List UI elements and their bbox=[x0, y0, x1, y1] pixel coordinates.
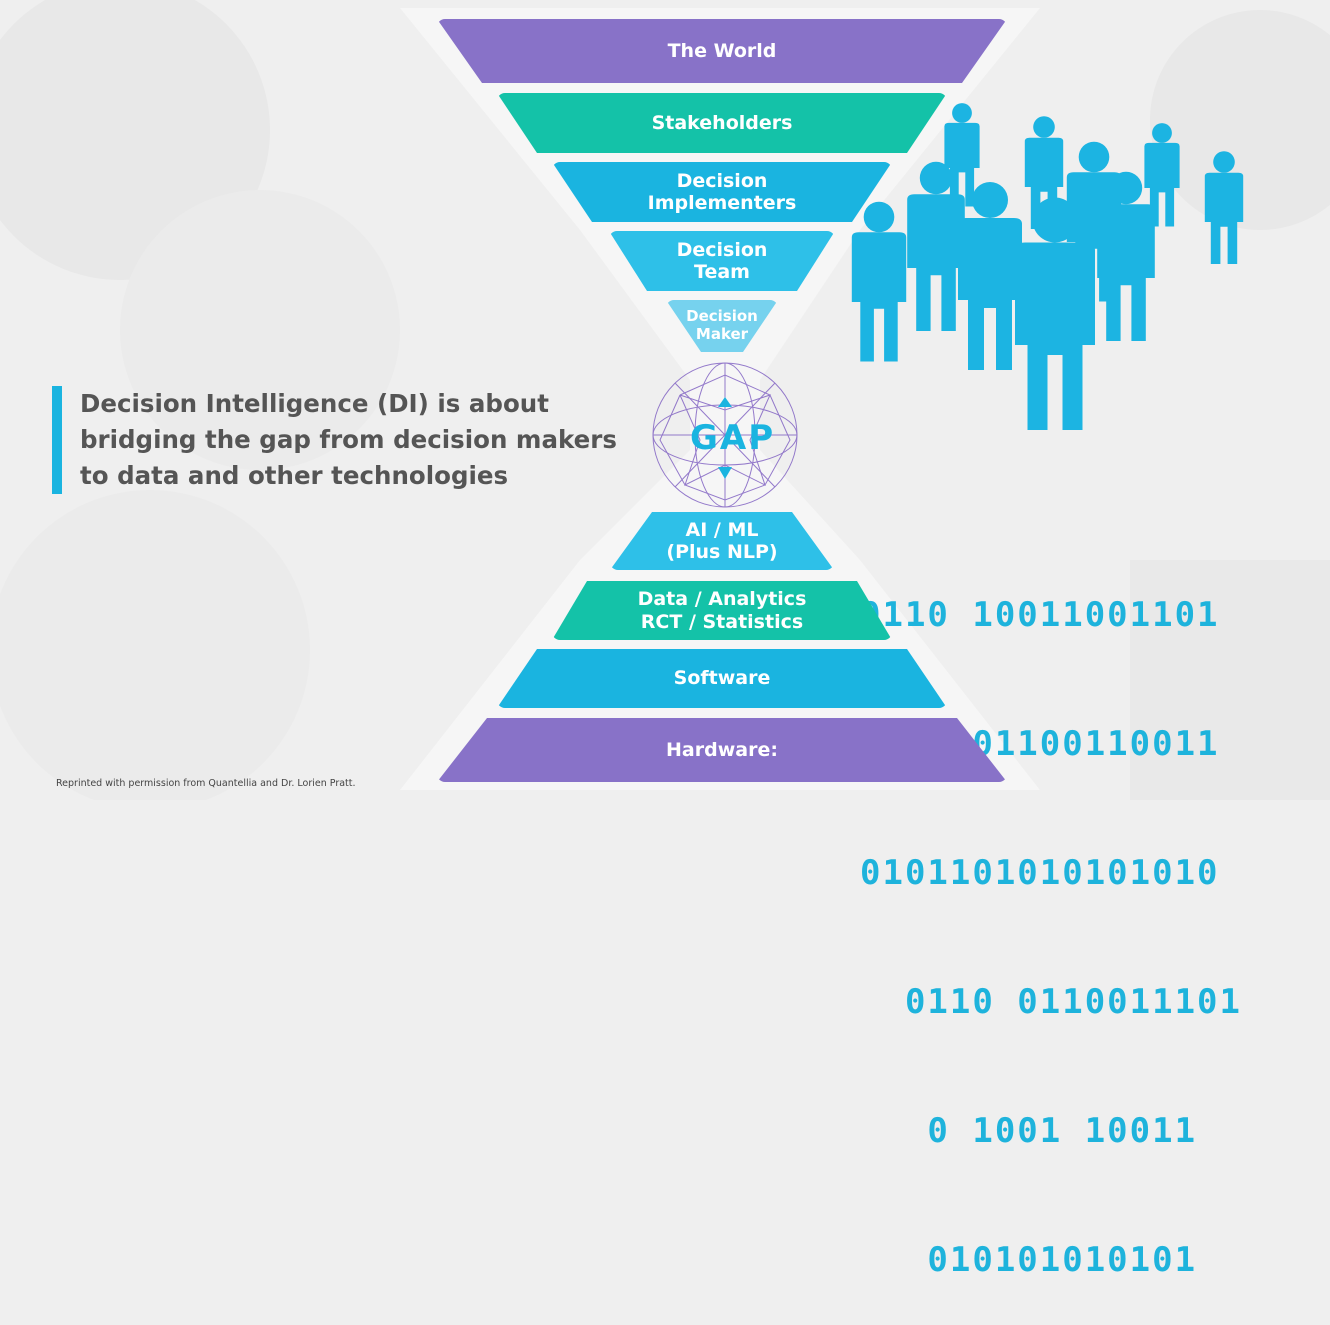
binary-row: 0101101010101010 bbox=[860, 853, 1220, 893]
lower-funnel-layer-label: Software bbox=[673, 667, 771, 690]
upper-funnel-layer-label: Decision Maker bbox=[686, 307, 758, 343]
upper-funnel-layer: Stakeholders bbox=[497, 93, 947, 153]
lower-funnel-layer: Hardware: bbox=[437, 718, 1007, 782]
lower-funnel-layer-label: Hardware: bbox=[666, 738, 778, 761]
binary-row: 0110 10011001101 bbox=[860, 595, 1220, 635]
upper-funnel-layer: The World bbox=[437, 19, 1007, 83]
lower-funnel-layer: AI / ML (Plus NLP) bbox=[610, 512, 834, 570]
people-crowd-icon bbox=[851, 103, 1244, 430]
lower-funnel-layer: Data / Analytics RCT / Statistics bbox=[552, 581, 892, 640]
upper-funnel-layer: Decision Team bbox=[609, 231, 835, 291]
lower-funnel-layer-label: AI / ML (Plus NLP) bbox=[666, 518, 778, 563]
lower-funnel-layer: Software bbox=[497, 649, 947, 708]
upper-funnel-layer-label: Stakeholders bbox=[651, 111, 793, 134]
upper-funnel-layer: Decision Implementers bbox=[552, 162, 892, 222]
upper-funnel-layer-label: The World bbox=[667, 39, 777, 62]
binary-row: 010101010101 bbox=[860, 1240, 1198, 1280]
binary-row: 0110 0110011101 bbox=[860, 982, 1242, 1022]
headline-text: Decision Intelligence (DI) is about brid… bbox=[52, 386, 640, 494]
credit-text: Reprinted with permission from Quantelli… bbox=[56, 778, 356, 789]
upper-funnel-layer-label: Decision Team bbox=[676, 238, 768, 283]
gap-label: GAP bbox=[690, 418, 776, 458]
upper-funnel-layer-label: Decision Implementers bbox=[647, 169, 797, 214]
binary-digits: 0110 10011001101 1001101100110011 010110… bbox=[860, 508, 1280, 1325]
network-sphere-icon bbox=[652, 362, 798, 508]
binary-row: 0 1001 10011 bbox=[860, 1111, 1198, 1151]
lower-funnel-layer-label: Data / Analytics RCT / Statistics bbox=[637, 588, 807, 633]
